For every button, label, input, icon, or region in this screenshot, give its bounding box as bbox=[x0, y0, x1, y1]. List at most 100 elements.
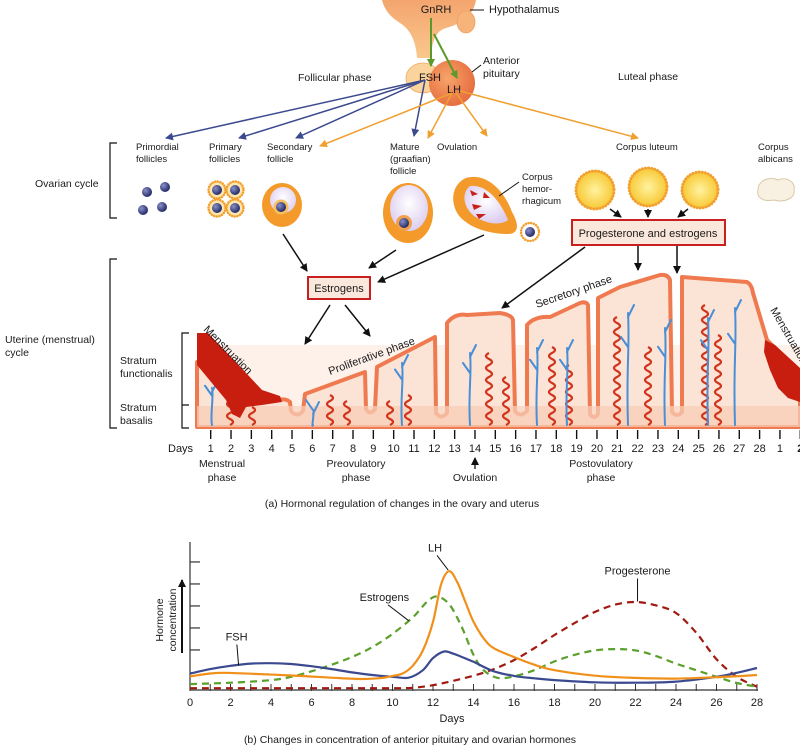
day-tick-label: 19 bbox=[571, 443, 583, 455]
gnrh-label: GnRH bbox=[421, 4, 452, 16]
vein bbox=[559, 339, 574, 426]
y-axis-label: Hormoneconcentration bbox=[154, 588, 179, 651]
spiral-artery bbox=[643, 346, 653, 426]
strata-bracket bbox=[181, 332, 189, 429]
follicular-phase-label: Follicular phase bbox=[298, 72, 372, 84]
day-tick-label: 24 bbox=[672, 443, 684, 455]
primordial-follicles bbox=[138, 182, 170, 215]
x-tick-label: 4 bbox=[268, 697, 274, 709]
anterior-pituitary bbox=[429, 60, 475, 106]
series-line-progesterone bbox=[190, 600, 758, 690]
day-tick-label: 2 bbox=[797, 443, 800, 455]
series-line-estrogens bbox=[189, 595, 758, 688]
menstruation-left bbox=[197, 333, 282, 418]
day-tick-label: 10 bbox=[388, 443, 400, 455]
x-axis-label: Days bbox=[439, 713, 465, 725]
spiral-artery bbox=[547, 346, 557, 426]
fsh-label: FSH bbox=[419, 72, 441, 84]
spiral-artery bbox=[325, 394, 335, 426]
day-tick-label: 15 bbox=[489, 443, 501, 455]
x-tick-label: 2 bbox=[227, 697, 233, 709]
luteal-phase-label: Luteal phase bbox=[618, 71, 678, 83]
hypothalamus-label: Hypothalamus bbox=[489, 4, 560, 16]
day-tick-label: 2 bbox=[228, 443, 234, 455]
series-line-lh bbox=[189, 570, 758, 681]
x-tick-label: 22 bbox=[629, 697, 641, 709]
vein bbox=[657, 319, 672, 426]
x-tick-label: 16 bbox=[508, 697, 520, 709]
caption-a: (a) Hormonal regulation of changes in th… bbox=[265, 498, 539, 510]
spiral-artery bbox=[484, 352, 494, 426]
x-tick-label: 8 bbox=[349, 697, 355, 709]
day-tick-label: 5 bbox=[289, 443, 295, 455]
svg-text:Estrogens: Estrogens bbox=[314, 283, 364, 295]
day-tick-label: 22 bbox=[632, 443, 644, 455]
ovulating-follicle bbox=[453, 176, 541, 243]
day-tick-label: 11 bbox=[408, 443, 419, 455]
spiral-artery bbox=[612, 316, 622, 426]
day-tick-label: 3 bbox=[248, 443, 254, 455]
stratum-basalis-band bbox=[197, 406, 800, 427]
vein bbox=[529, 339, 544, 426]
corpus-hemorrhagicum-leader bbox=[498, 181, 520, 197]
luteum-to-box-arrows bbox=[609, 208, 689, 218]
x-tick-label: 18 bbox=[548, 697, 560, 709]
spiral-artery bbox=[385, 400, 395, 426]
ovarian-cycle-label: Ovarian cycle bbox=[35, 178, 99, 190]
vein bbox=[394, 354, 409, 426]
ovarian-cycle-bracket bbox=[109, 142, 117, 219]
hypothalamus bbox=[382, 0, 476, 58]
lh-arrows bbox=[319, 90, 639, 148]
secondary-follicle bbox=[262, 183, 302, 227]
day-tick-label: 20 bbox=[591, 443, 603, 455]
x-tick-label: 28 bbox=[751, 697, 763, 709]
series-line-fsh bbox=[189, 650, 758, 684]
day-tick-label: 16 bbox=[510, 443, 522, 455]
day-tick-label: 26 bbox=[713, 443, 725, 455]
uterine-cycle-bracket bbox=[109, 258, 117, 429]
fsh-arrows bbox=[165, 79, 426, 141]
series-label-leader bbox=[236, 644, 240, 666]
vein bbox=[620, 304, 635, 426]
series-label-fsh: FSH bbox=[226, 632, 248, 644]
day-tick-label: 17 bbox=[530, 443, 542, 455]
day-tick-label: 6 bbox=[309, 443, 315, 455]
corpus-luteum bbox=[574, 166, 720, 211]
corpus-albicans bbox=[757, 177, 795, 202]
day-tick-label: 21 bbox=[611, 443, 623, 455]
day-tick-label: 25 bbox=[692, 443, 704, 455]
day-tick-label: 13 bbox=[449, 443, 461, 455]
vein bbox=[700, 309, 715, 426]
x-tick-label: 0 bbox=[187, 697, 193, 709]
spiral-artery bbox=[501, 376, 511, 426]
vein bbox=[727, 299, 742, 426]
svg-text:Progesterone and estrogens: Progesterone and estrogens bbox=[579, 228, 718, 240]
primary-follicles bbox=[207, 180, 245, 218]
x-tick-label: 24 bbox=[670, 697, 682, 709]
vein bbox=[462, 344, 477, 426]
series-label-progesterone: Progesterone bbox=[605, 566, 671, 578]
blood-vessels bbox=[204, 299, 742, 427]
x-tick-label: 14 bbox=[467, 697, 479, 709]
caption-b: (b) Changes in concentration of anterior… bbox=[244, 734, 576, 746]
day-tick-label: 4 bbox=[269, 443, 275, 455]
spiral-artery bbox=[247, 406, 257, 426]
spiral-artery bbox=[403, 394, 413, 426]
x-tick-label: 26 bbox=[710, 697, 722, 709]
gnrh-arrow-lh bbox=[433, 33, 458, 79]
day-tick-label: 9 bbox=[370, 443, 376, 455]
day-tick-label: 18 bbox=[550, 443, 562, 455]
hormone-flow-arrows bbox=[282, 233, 681, 345]
x-tick-label: 6 bbox=[308, 697, 314, 709]
